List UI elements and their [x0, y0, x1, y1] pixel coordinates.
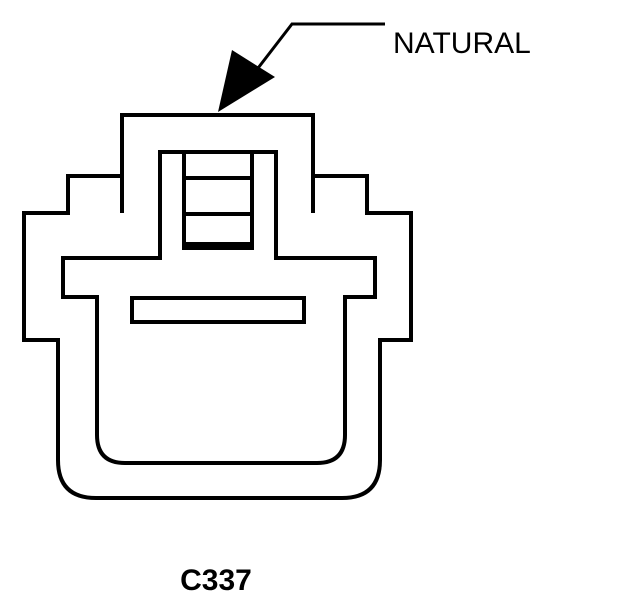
callout-line [243, 22, 385, 86]
locking-latch [182, 150, 254, 250]
housing-outline [22, 113, 413, 500]
connector-id: C337 [180, 564, 252, 597]
callout-leader [218, 22, 385, 112]
callout-arrowhead [218, 50, 275, 112]
connector-body [22, 113, 413, 500]
terminal-slot [130, 296, 306, 324]
color-label: NATURAL [393, 27, 531, 60]
inner-cavity [61, 150, 377, 465]
